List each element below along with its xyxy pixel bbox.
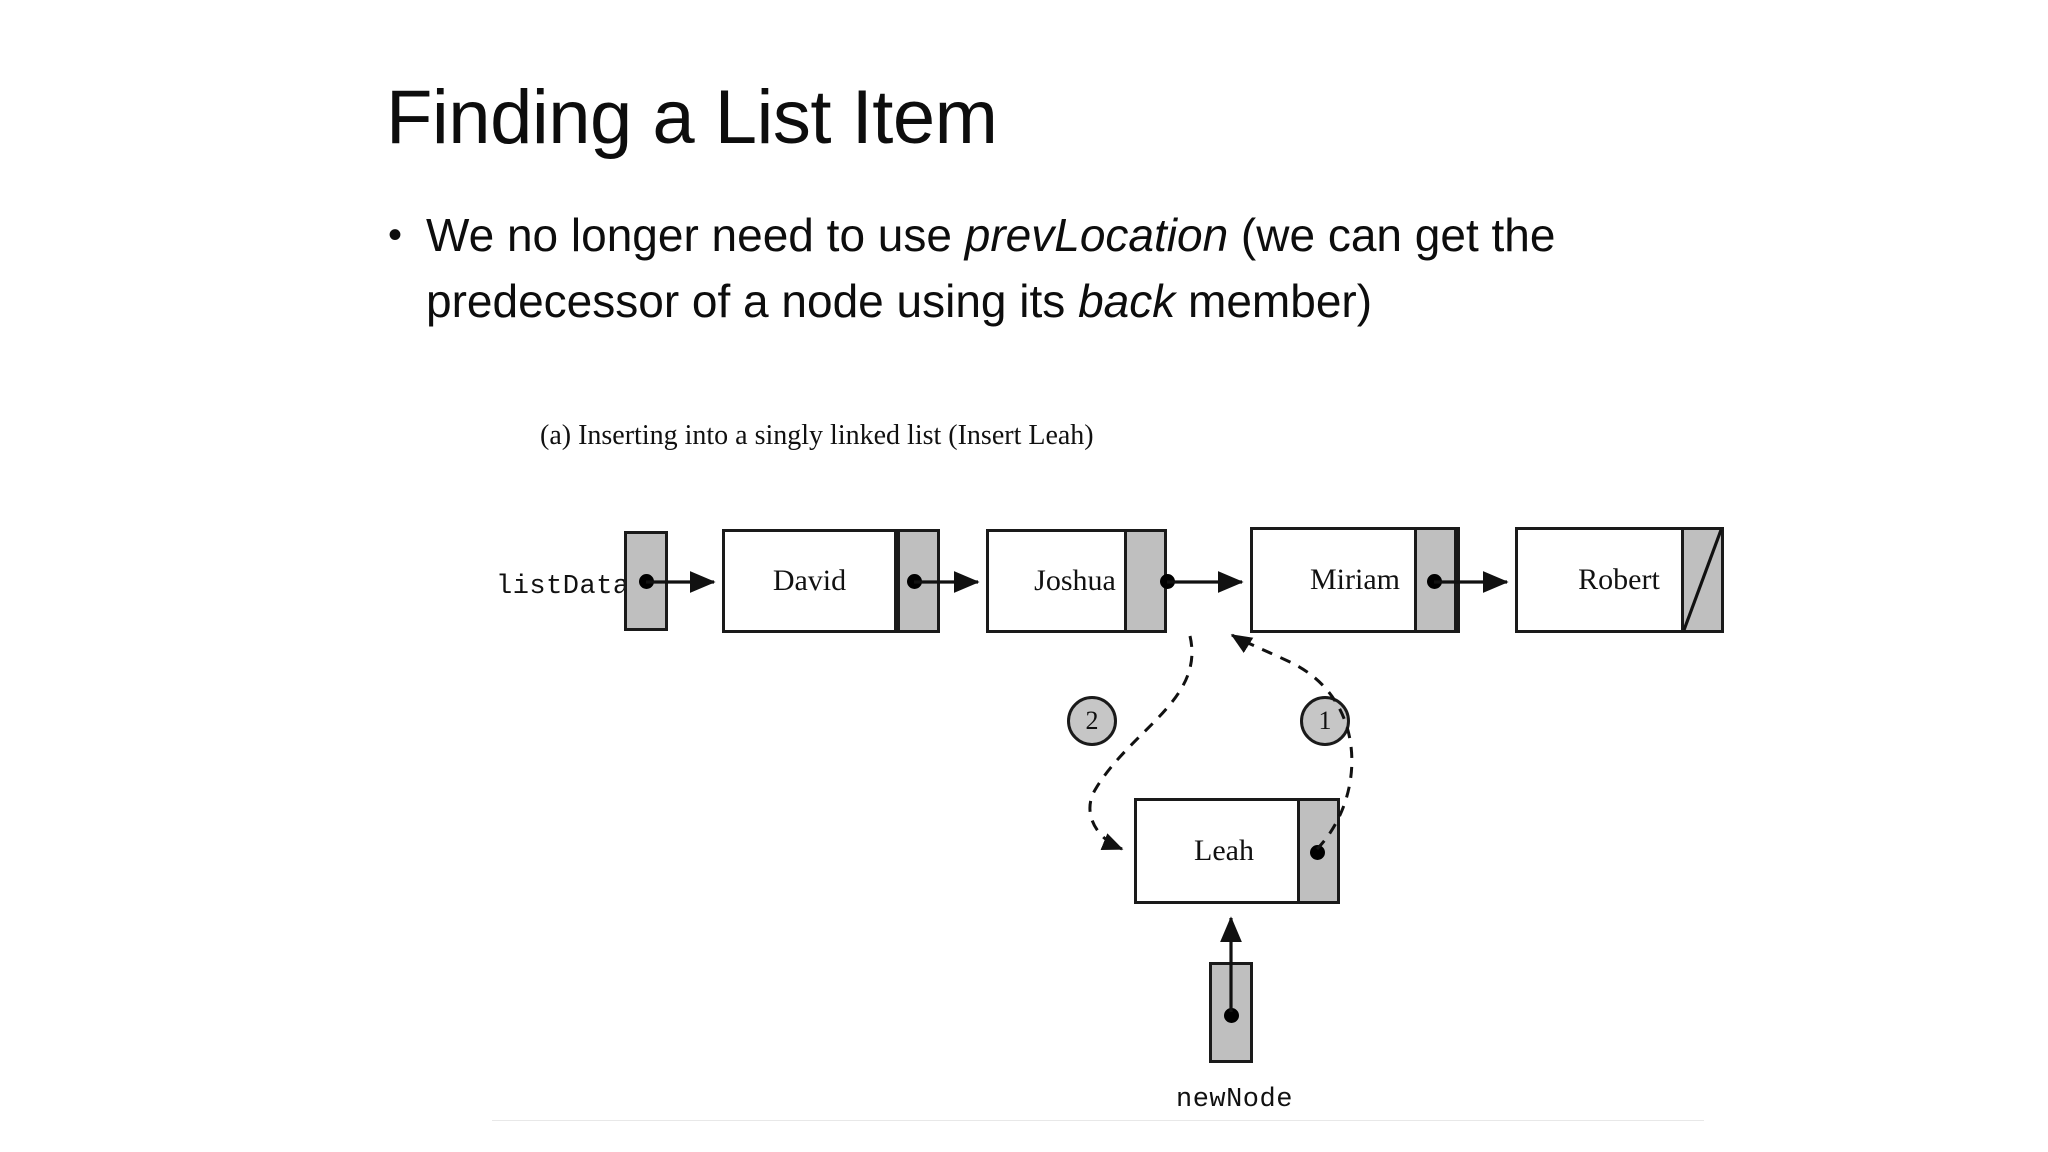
dashed-arrow-step2-joshua-to-leah (1088, 635, 1194, 851)
node-miriam-next-box (1414, 527, 1457, 633)
bullet-text-part-3: member) (1175, 275, 1373, 327)
node-miriam: Miriam (1250, 527, 1460, 633)
newnode-label: newNode (1176, 1085, 1293, 1115)
dashed-arrow-step1-leah-to-miriam (1230, 633, 1354, 851)
node-robert: Robert (1515, 527, 1723, 633)
node-label-joshua: Joshua (1034, 564, 1116, 597)
node-joshua: Joshua (986, 529, 1164, 633)
figure-caption: (a) Inserting into a singly linked list … (540, 420, 1094, 451)
node-leah-next-dot (1310, 845, 1325, 860)
bullet-item: • We no longer need to use prevLocation … (388, 202, 1578, 334)
node-leah-next-box (1297, 798, 1340, 904)
step-circle-2-label: 2 (1085, 706, 1099, 735)
node-david: David (722, 529, 897, 633)
node-label-robert: Robert (1578, 563, 1660, 596)
bullet-text-part-1: We no longer need to use (426, 209, 965, 261)
bullet-text-part-2: (we can get the predecessor of a node us… (426, 209, 1556, 327)
page-title: Finding a List Item (386, 75, 998, 160)
listdata-label: listData (496, 572, 630, 602)
listdata-pointer-dot (639, 574, 654, 589)
bullet-text: We no longer need to use prevLocation (w… (426, 202, 1578, 334)
bullet-emphasis-prevlocation: prevLocation (964, 209, 1229, 261)
listdata-pointer-box (624, 531, 668, 631)
node-label-miriam: Miriam (1310, 563, 1400, 596)
slide-body: • We no longer need to use prevLocation … (388, 202, 1578, 334)
node-label-leah: Leah (1194, 834, 1254, 867)
bullet-marker-icon: • (388, 213, 403, 257)
node-david-next-dot (907, 574, 922, 589)
robert-null-slash-icon (1682, 529, 1723, 631)
newnode-pointer-box (1209, 962, 1253, 1063)
step-circle-1-label: 1 (1318, 706, 1332, 735)
node-joshua-next-box (1124, 529, 1167, 633)
node-robert-null-box (1681, 527, 1724, 633)
step-circle-1: 1 (1300, 696, 1350, 746)
node-david-next-box (897, 529, 940, 633)
node-leah: Leah (1134, 798, 1314, 904)
bullet-emphasis-back: back (1078, 275, 1176, 327)
node-miriam-next-dot (1427, 574, 1442, 589)
step-circle-2: 2 (1067, 696, 1117, 746)
slide-divider (492, 1120, 1704, 1121)
newnode-pointer-dot (1224, 1008, 1239, 1023)
node-joshua-next-dot (1160, 574, 1175, 589)
node-label-david: David (772, 564, 847, 597)
